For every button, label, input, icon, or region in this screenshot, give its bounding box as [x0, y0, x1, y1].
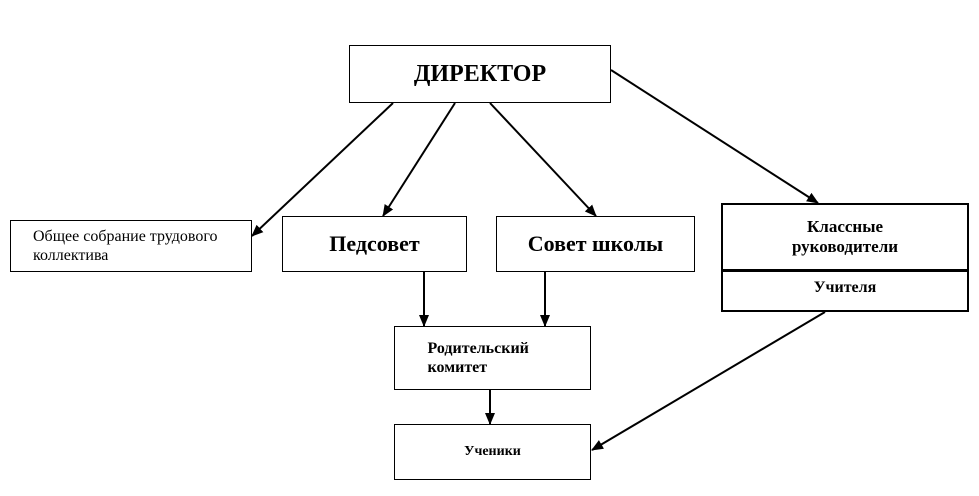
class-teachers-label: Классные руководители	[791, 216, 899, 256]
pedsovet-label: Педсовет	[329, 230, 420, 256]
edge-director-general-meeting	[251, 102, 394, 237]
students-label: Ученики	[464, 443, 521, 459]
director-label: ДИРЕКТОР	[413, 60, 547, 87]
edge-teachers-students	[591, 311, 826, 451]
school-council-box: Совет школы	[496, 216, 695, 272]
parent-committee-label: Родительский комитет	[427, 339, 529, 376]
school-council-label: Совет школы	[527, 230, 664, 256]
parent-committee-box: Родительский комитет	[394, 326, 591, 390]
edge-director-pedsovet	[382, 102, 456, 217]
class-teachers-box: Классные руководители	[721, 203, 969, 271]
pedsovet-box: Педсовет	[282, 216, 467, 272]
teachers-label: Учителя	[813, 279, 877, 296]
general-meeting-label: Общее собрание трудового коллектива	[33, 227, 218, 264]
director-box: ДИРЕКТОР	[349, 45, 611, 103]
edge-director-class-teachers	[610, 69, 819, 204]
edge-director-school-council	[489, 102, 597, 217]
students-box: Ученики	[394, 424, 591, 480]
general-meeting-box: Общее собрание трудового коллектива	[10, 220, 252, 272]
teachers-box: Учителя	[721, 270, 969, 312]
